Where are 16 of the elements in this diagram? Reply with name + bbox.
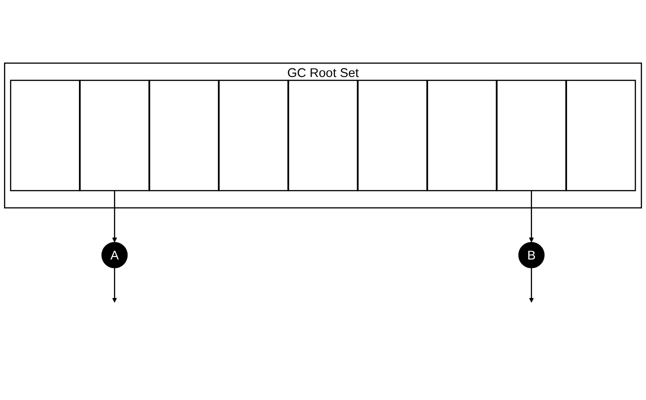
node-box (10, 80, 80, 192)
node-box (357, 80, 428, 192)
node-box (80, 80, 150, 192)
node-box (218, 80, 289, 192)
arrow (528, 268, 534, 303)
node-box (426, 80, 497, 192)
node-box (149, 80, 220, 192)
node-box (566, 80, 636, 192)
node-box (496, 80, 566, 192)
arrow (112, 268, 118, 303)
arrow (112, 190, 118, 243)
node-box (288, 80, 358, 192)
node-circle: B (518, 242, 545, 268)
node-circle: A (101, 242, 128, 268)
cluster: GC Root Set (4, 62, 642, 208)
arrow (528, 190, 534, 243)
